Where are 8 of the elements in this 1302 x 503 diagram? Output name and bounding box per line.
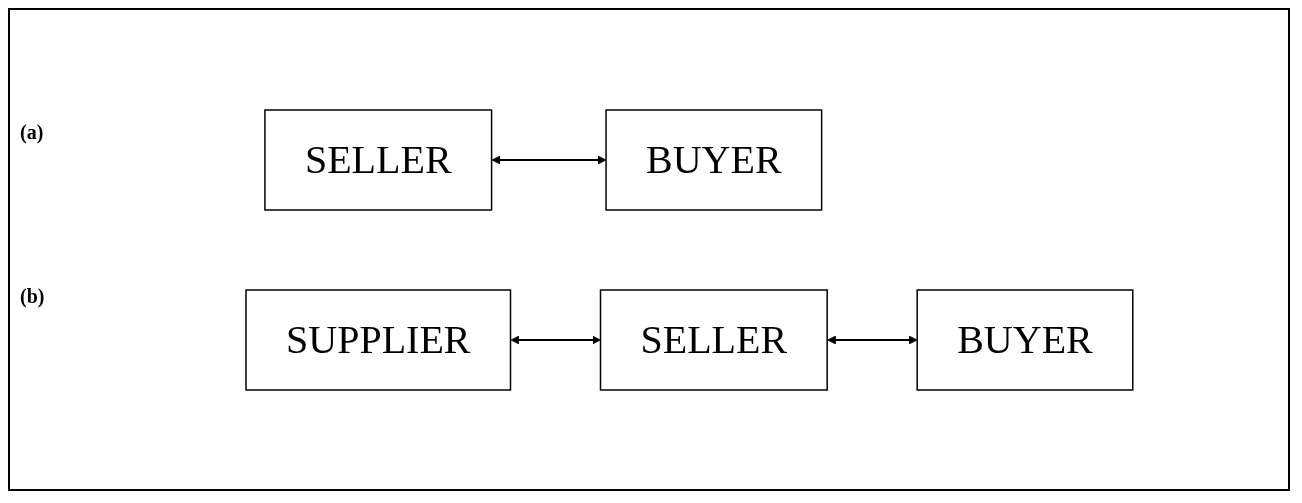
node-box: BUYER xyxy=(604,108,822,211)
node-box: BUYER xyxy=(916,288,1134,391)
panel-label: (a) xyxy=(20,120,45,144)
node-box: SELLER xyxy=(263,108,492,211)
node-box: SUPPLIER xyxy=(244,288,511,391)
node-box: SELLER xyxy=(599,288,828,391)
panel-label: (b) xyxy=(20,285,46,309)
arrow xyxy=(510,335,601,344)
